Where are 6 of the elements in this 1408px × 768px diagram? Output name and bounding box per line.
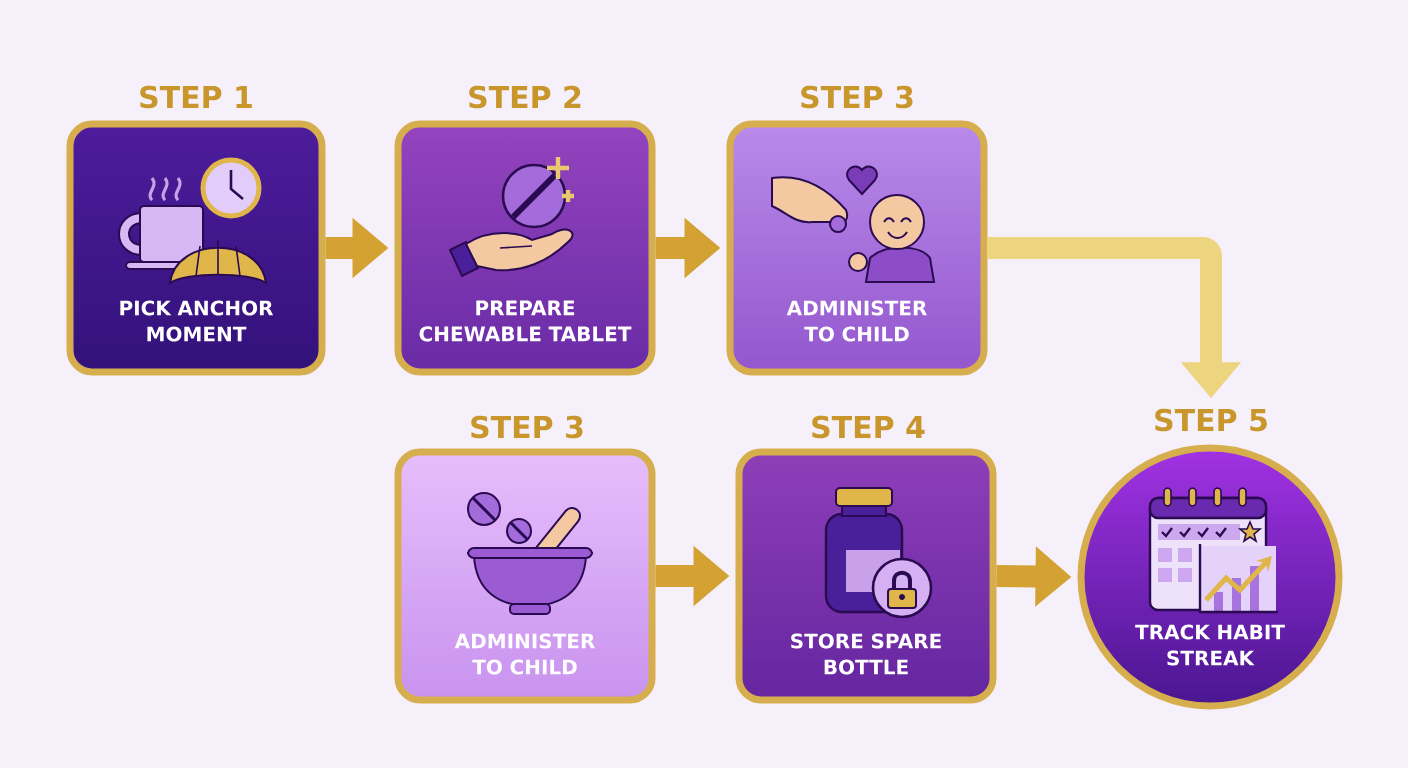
step-heading: STEP 1 — [140, 85, 252, 109]
step-heading: STEP 3 — [471, 415, 583, 439]
step-heading: STEP 5 — [1155, 408, 1267, 432]
step-heading: STEP 4 — [812, 415, 925, 439]
step-heading: STEP 3 — [801, 85, 913, 109]
step-heading: STEP 2 — [469, 85, 581, 109]
